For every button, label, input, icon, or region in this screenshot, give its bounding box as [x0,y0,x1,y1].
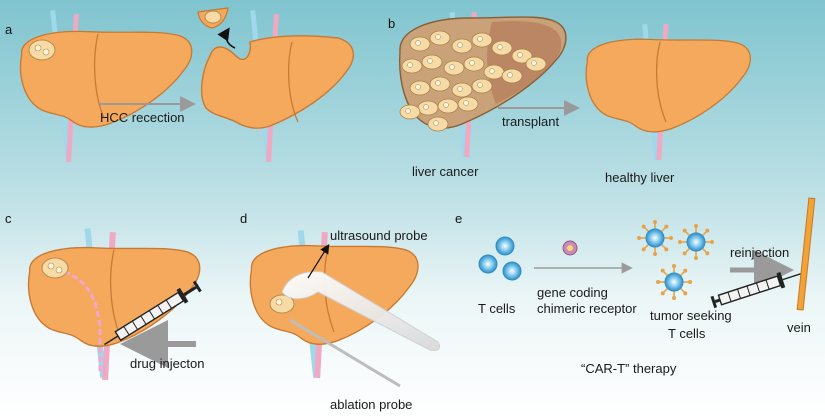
liver-a-right [200,10,354,163]
tumor-nucleus [435,34,441,40]
tumor-nucleus [507,72,513,78]
ablation-probe-label: ablation probe [330,397,412,412]
car-receptor-tip [683,291,688,296]
car-receptor-tip [660,268,665,273]
liver-a-left [19,10,193,163]
car-receptor-tip [660,291,665,296]
tumor-nucleus [423,104,429,110]
tumor-nucleus [443,102,449,108]
car-receptor-tip [683,268,688,273]
car-receptor-tip [641,224,646,229]
car-receptor-tip [694,224,698,228]
vein [796,197,816,311]
tumor-cluster [399,30,547,132]
panel-b: b transplant liver cancer healthy liver [388,11,751,185]
catheter-path [63,270,102,372]
panel-a-letter: a [5,22,13,37]
tumor-nucleus [457,42,463,48]
car-receptor-tip [664,224,669,229]
tumor-nucleus [427,58,433,64]
car-receptor-tip [664,247,669,252]
tumor-seeking-t-cells-label: T cells [668,326,706,341]
tumor [269,294,295,314]
t-cells-label: T cells [478,301,516,316]
tumor-nucleus [463,100,469,106]
tumor-nucleus [497,44,503,50]
tumor-nucleus [469,60,475,66]
healthy-liver [585,23,751,161]
liver-cancer-caption: liver cancer [412,164,479,179]
car-receptor-tip [656,280,660,284]
car-receptor-tip [705,228,710,233]
tumor-nucleus [407,62,413,68]
panel-e: e T cells gene coding chimeric receptor … [455,197,816,376]
car-t-cell [686,232,706,252]
car-receptor-tip [672,296,676,300]
ultrasound-probe-label: ultrasound probe [330,228,428,243]
car-t-cell [645,228,665,248]
car-t-therapy-label: “CAR-T” therapy [581,361,677,376]
car-receptor-tip [653,252,657,256]
tumor-nucleus [531,60,537,66]
ultrasound-probe [281,271,441,351]
tumor-nucleus [415,84,421,90]
car-receptor-tip [694,256,698,260]
resected-tumor [197,7,229,29]
transplant-label: transplant [502,114,559,129]
reinjection-label: reinjection [730,245,789,260]
ultrasound-pointer [307,243,330,279]
panel-a: a HCC recection [5,7,354,163]
car-t-cell [664,272,684,292]
car-receptor-tip [641,247,646,252]
tumor-nucleus [449,64,455,70]
tumor-nucleus [457,86,463,92]
car-receptor-tip [705,251,710,256]
liver-d [249,230,419,379]
car-receptor-tip [672,264,676,268]
drug-injecton-label: drug injecton [130,356,204,371]
hcc-recection-label: HCC recection [100,110,185,125]
tumor-nucleus [415,40,421,46]
syringe-c [104,280,202,346]
panel-d: d ultrasound probe ablation probe [240,211,441,412]
car-receptor-tip [682,251,687,256]
panel-b-letter: b [388,16,395,31]
car-receptor-tip [637,236,641,240]
removal-arrow [217,27,236,49]
ablation-probe [289,318,401,388]
tumor-nucleus [433,120,439,126]
panel-c-letter: c [5,211,12,226]
tumor-nucleus [405,108,411,114]
tumor-nucleus [489,68,495,74]
healthy-liver-caption: healthy liver [605,170,675,185]
car-receptor-tip [669,236,673,240]
car-receptor-tip [678,240,682,244]
t-cells [478,236,522,281]
tumor-nucleus [435,80,441,86]
gene-vector [562,240,578,256]
tumor-nucleus [477,36,483,42]
tumor-nucleus [517,52,523,58]
syringe-e [710,271,806,309]
tumor-nucleus [477,82,483,88]
vein-label: vein [787,320,811,335]
car-receptor-tip [710,240,714,244]
panel-e-letter: e [455,211,462,226]
gene-coding-label: gene coding [537,285,608,300]
chimeric-receptor-label: chimeric receptor [537,301,637,316]
panel-d-letter: d [240,211,247,226]
tumor [28,39,56,61]
panel-c: c drug injecton [5,211,204,381]
car-receptor-tip [653,220,657,224]
tumor [41,257,69,279]
car-receptor-tip [688,280,692,284]
car-t-cells [637,220,714,300]
car-receptor-tip [682,228,687,233]
liver-cancer [398,11,567,158]
tumor-seeking-label: tumor seeking [650,308,732,323]
